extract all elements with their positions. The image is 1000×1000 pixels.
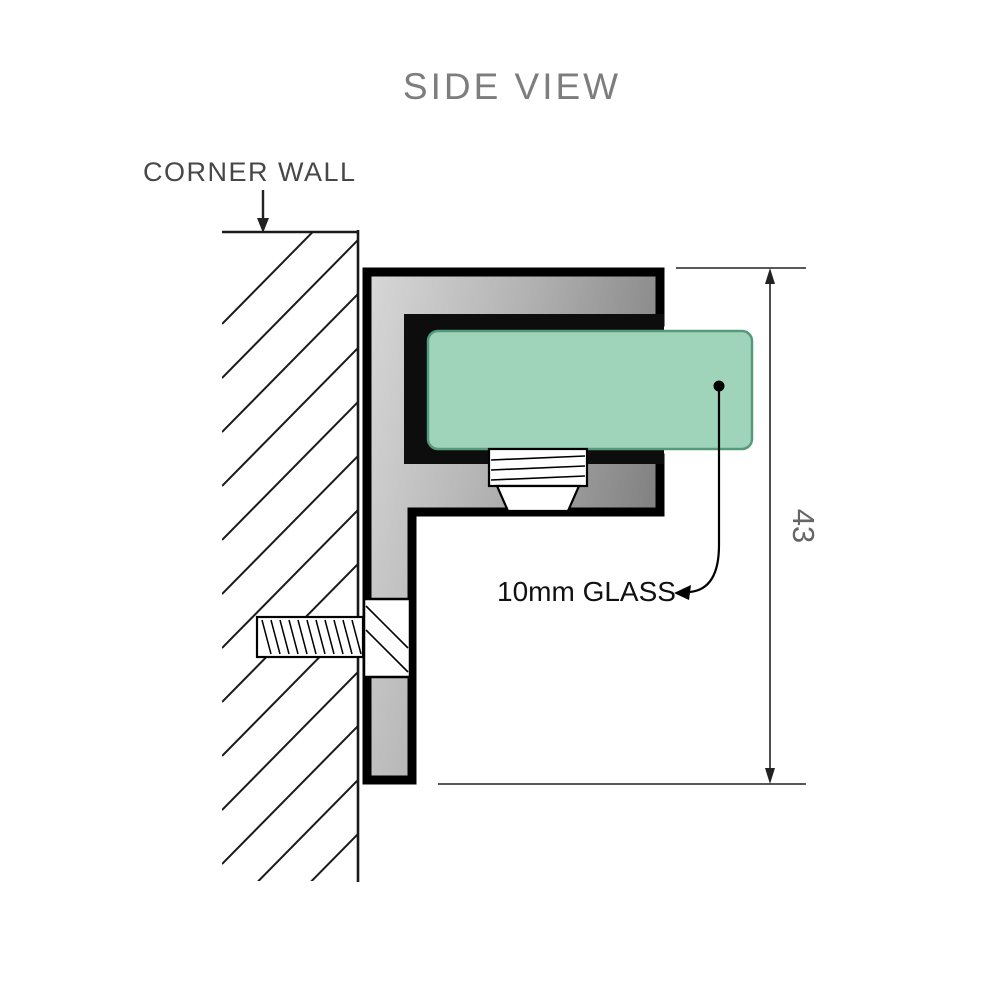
glass-panel <box>426 329 754 451</box>
dimension-arrow-down-icon <box>765 768 775 784</box>
leader-arrow-icon <box>674 585 691 600</box>
leader-dot <box>713 380 725 392</box>
down-arrow-icon <box>257 190 269 233</box>
leader-line <box>689 391 721 594</box>
wall-hatching <box>222 233 358 881</box>
glass-label: 10mm GLASS <box>497 576 676 607</box>
page-title: SIDE VIEW <box>403 66 621 107</box>
dimension-arrow-up-icon <box>765 268 775 284</box>
corner-wall-callout: CORNER WALL <box>143 157 357 233</box>
screw-threads <box>261 619 362 655</box>
corner-wall-label: CORNER WALL <box>143 157 357 187</box>
wall-screw <box>255 597 412 679</box>
grub-screw <box>487 447 589 513</box>
dimension-43: 43 <box>438 267 821 785</box>
dimension-label: 43 <box>786 509 821 543</box>
glass-callout: 10mm GLASS <box>497 380 725 607</box>
wall <box>222 230 360 882</box>
